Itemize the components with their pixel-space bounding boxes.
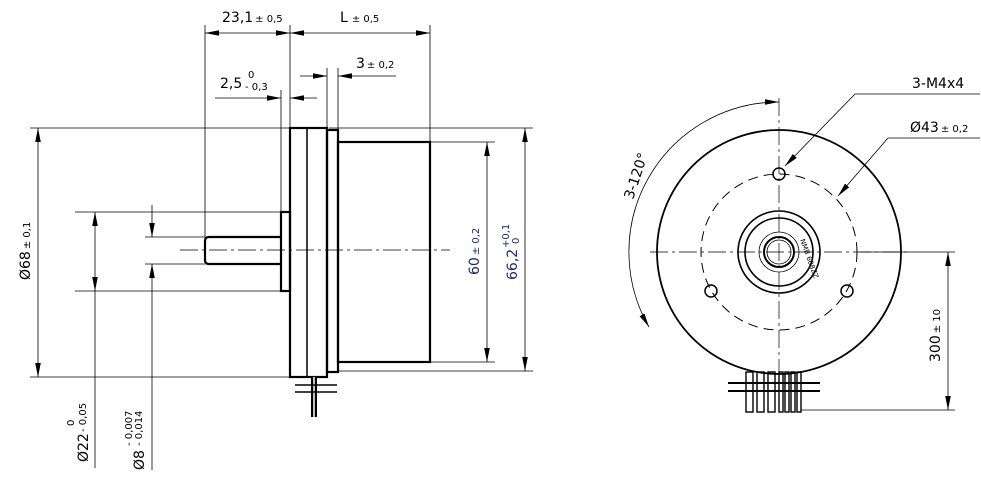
shaft (203, 235, 281, 266)
svg-text:0: 0 (66, 420, 77, 426)
svg-text:Ø8: Ø8 (132, 450, 148, 470)
svg-text:66,2: 66,2 (505, 249, 521, 280)
side-view: 23,1± 0,5 L± 0,5 2,5 0 - 0,3 3± 0,2 Ø68±… (18, 10, 533, 470)
dim-boss: 2,5 0 - 0,3 (220, 70, 268, 93)
svg-text:0: 0 (248, 70, 254, 81)
dim-step: 3± 0,2 (356, 56, 394, 72)
svg-text:- 0,05: - 0,05 (78, 403, 89, 432)
lead-wires (728, 371, 820, 413)
dim-body-length: L± 0,5 (340, 10, 379, 26)
lead-wires (295, 377, 337, 417)
svg-text:NMB 608ZZ: NMB 608ZZ (798, 238, 820, 280)
dim-boss-dia: Ø22 0 - 0,05 (66, 403, 92, 462)
front-view: NMB 608ZZ 3-120° 3-M4x4 Ø43± 0,2 300± 10 (622, 76, 980, 413)
flange (288, 126, 329, 379)
dim-body-dia: 60± 0,2 (467, 228, 483, 275)
svg-text:- 0,3: - 0,3 (245, 82, 268, 93)
motor-body (336, 140, 432, 364)
boss (279, 210, 292, 293)
svg-text:Ø22: Ø22 (76, 433, 92, 462)
dim-flange-dia: Ø68± 0,1 (18, 222, 34, 280)
dim-overall-height: 66,2 +0,1 0 (501, 224, 522, 280)
svg-text:0: 0 (511, 238, 522, 244)
dim-bolt-circle: Ø43± 0,2 (910, 120, 968, 136)
svg-text:- 0,007: - 0,007 (124, 411, 135, 446)
svg-text:2,5: 2,5 (220, 76, 242, 92)
dim-shaft-dia: Ø8 - 0,007 - 0,014 (124, 411, 148, 470)
svg-text:+0,1: +0,1 (501, 224, 512, 248)
flange-step (325, 128, 340, 374)
dim-thread: 3-M4x4 (912, 76, 964, 92)
svg-text:- 0,014: - 0,014 (134, 411, 145, 446)
dim-lead-length: 300± 10 (928, 309, 944, 362)
dim-shaft-length: 23,1± 0,5 (222, 10, 283, 26)
dim-angle: 3-120° (622, 151, 652, 201)
